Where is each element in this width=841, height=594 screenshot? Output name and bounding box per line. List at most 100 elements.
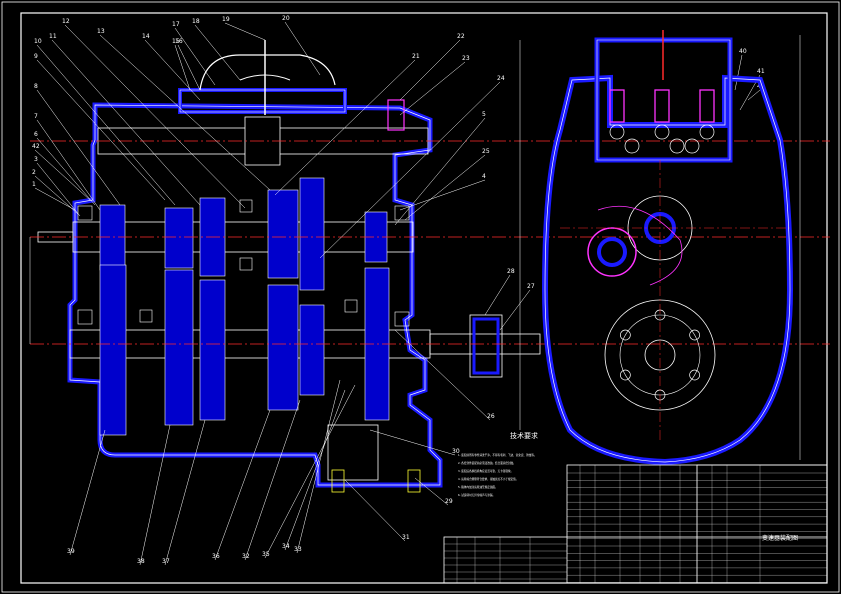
leader-line xyxy=(174,27,216,86)
part-number-label: 17 xyxy=(172,21,180,28)
leader-line xyxy=(194,24,241,81)
part-number-label: 1 xyxy=(32,181,36,188)
output-flange xyxy=(469,314,503,378)
leader-line xyxy=(51,39,201,206)
gear xyxy=(267,284,299,411)
section-view xyxy=(29,40,830,493)
leader-line xyxy=(344,479,406,542)
part-number-label: 13 xyxy=(97,28,105,35)
gear xyxy=(299,177,325,291)
leader-line xyxy=(34,175,79,215)
leader-line xyxy=(177,44,201,91)
idler-bearing-circle xyxy=(597,237,627,267)
part-number-label: 6 xyxy=(34,131,38,138)
part-number-label: 11 xyxy=(49,33,57,40)
part-number-label: 4 xyxy=(482,173,486,180)
leader-line xyxy=(69,429,106,556)
gear xyxy=(299,304,325,396)
bearing xyxy=(77,205,93,221)
leader-line xyxy=(36,44,176,206)
leader-line xyxy=(64,24,246,209)
part-number-label: 38 xyxy=(137,558,145,565)
shift-tower-outline xyxy=(596,39,731,161)
title-block-heading: 变速器装配图 xyxy=(762,534,798,542)
leader-line xyxy=(499,289,531,331)
bolt-hole xyxy=(620,369,631,381)
gear xyxy=(99,204,126,271)
upper-gears xyxy=(99,177,388,291)
housing-end-outline xyxy=(544,77,791,463)
part-number-label: 25 xyxy=(482,148,490,155)
part-number-label: 34 xyxy=(282,543,290,550)
output-flange-hatch xyxy=(472,317,500,375)
bom-grid xyxy=(444,465,827,583)
leader-line xyxy=(36,119,101,211)
detent-spring xyxy=(654,89,670,123)
leader-line xyxy=(394,329,491,421)
lower-gears xyxy=(99,264,390,436)
leader-line xyxy=(404,154,486,221)
leader-line xyxy=(369,429,456,456)
leader-line xyxy=(34,149,91,201)
leader-line xyxy=(99,34,271,191)
bearings xyxy=(77,199,410,327)
oil-sump xyxy=(327,424,379,481)
part-number-label: 33 xyxy=(294,546,302,553)
part-number-label: 42 xyxy=(32,143,40,150)
part-number-label: 19 xyxy=(222,16,230,23)
gear xyxy=(164,207,194,269)
leader-line xyxy=(36,162,81,217)
detent-spring xyxy=(387,99,405,131)
leader-line xyxy=(734,54,743,91)
leader-line xyxy=(36,59,166,201)
bolt-hole xyxy=(689,369,700,381)
leader-line xyxy=(139,424,171,566)
drain-plug xyxy=(331,469,345,493)
leader-line xyxy=(36,137,96,206)
part-number-label: 26 xyxy=(487,413,495,420)
leader-line xyxy=(414,477,449,506)
leader-line xyxy=(284,21,321,76)
tech-note: 5. 箱体内加注齿轮油至规定油面。 xyxy=(458,485,498,489)
note-lines: 1. 装配前所有零件清洗干净，不得有毛刺、飞边、氧化皮、锈蚀等。2. 各密封件装… xyxy=(458,453,537,497)
leader-line xyxy=(296,379,341,554)
part-number-label: 22 xyxy=(457,33,465,40)
tech-note: 4. 齿轮啮合侧隙符合要求，接触斑点不小于规定值。 xyxy=(458,477,518,481)
leader-line xyxy=(34,187,76,211)
bearing xyxy=(394,311,410,327)
part-number-label: 23 xyxy=(462,55,470,62)
part-number-label: 9 xyxy=(34,53,38,60)
drain-plug xyxy=(407,469,421,493)
top-cover-outline xyxy=(179,89,346,113)
part-number-label: 8 xyxy=(34,83,38,90)
leader-line xyxy=(164,419,206,566)
bearing xyxy=(239,257,253,271)
part-number-label: 18 xyxy=(192,18,200,25)
part-number-label: 41 xyxy=(757,68,765,75)
part-number-label: 39 xyxy=(67,548,75,555)
leader-line xyxy=(214,409,271,561)
inner-frame xyxy=(20,12,828,584)
part-number-label: 16 xyxy=(175,38,183,45)
leader-line xyxy=(284,389,346,551)
bearing xyxy=(239,199,253,213)
leader-line xyxy=(747,89,761,101)
leader-line xyxy=(319,81,501,259)
bearing xyxy=(139,309,153,323)
leader-line xyxy=(484,274,511,316)
leader-line xyxy=(224,22,266,41)
leader-line xyxy=(174,44,191,91)
tech-note: 3. 装配后各换挡机构应灵活可靠，无卡滞现象。 xyxy=(458,469,513,473)
part-number-label: 15 xyxy=(172,38,180,45)
idler-gear-circle xyxy=(587,227,637,277)
gear xyxy=(199,279,226,421)
part-number-label: 2 xyxy=(32,169,36,176)
bolt-hole xyxy=(689,329,700,341)
detent-balls xyxy=(609,124,715,154)
tech-title: 技术要求 xyxy=(510,431,538,440)
part-number-label: 21 xyxy=(412,53,420,60)
leader-line xyxy=(394,117,486,226)
housing-end-wall xyxy=(541,74,794,466)
gear-mesh-arc xyxy=(597,205,683,286)
part-number-label: 27 xyxy=(527,283,535,290)
